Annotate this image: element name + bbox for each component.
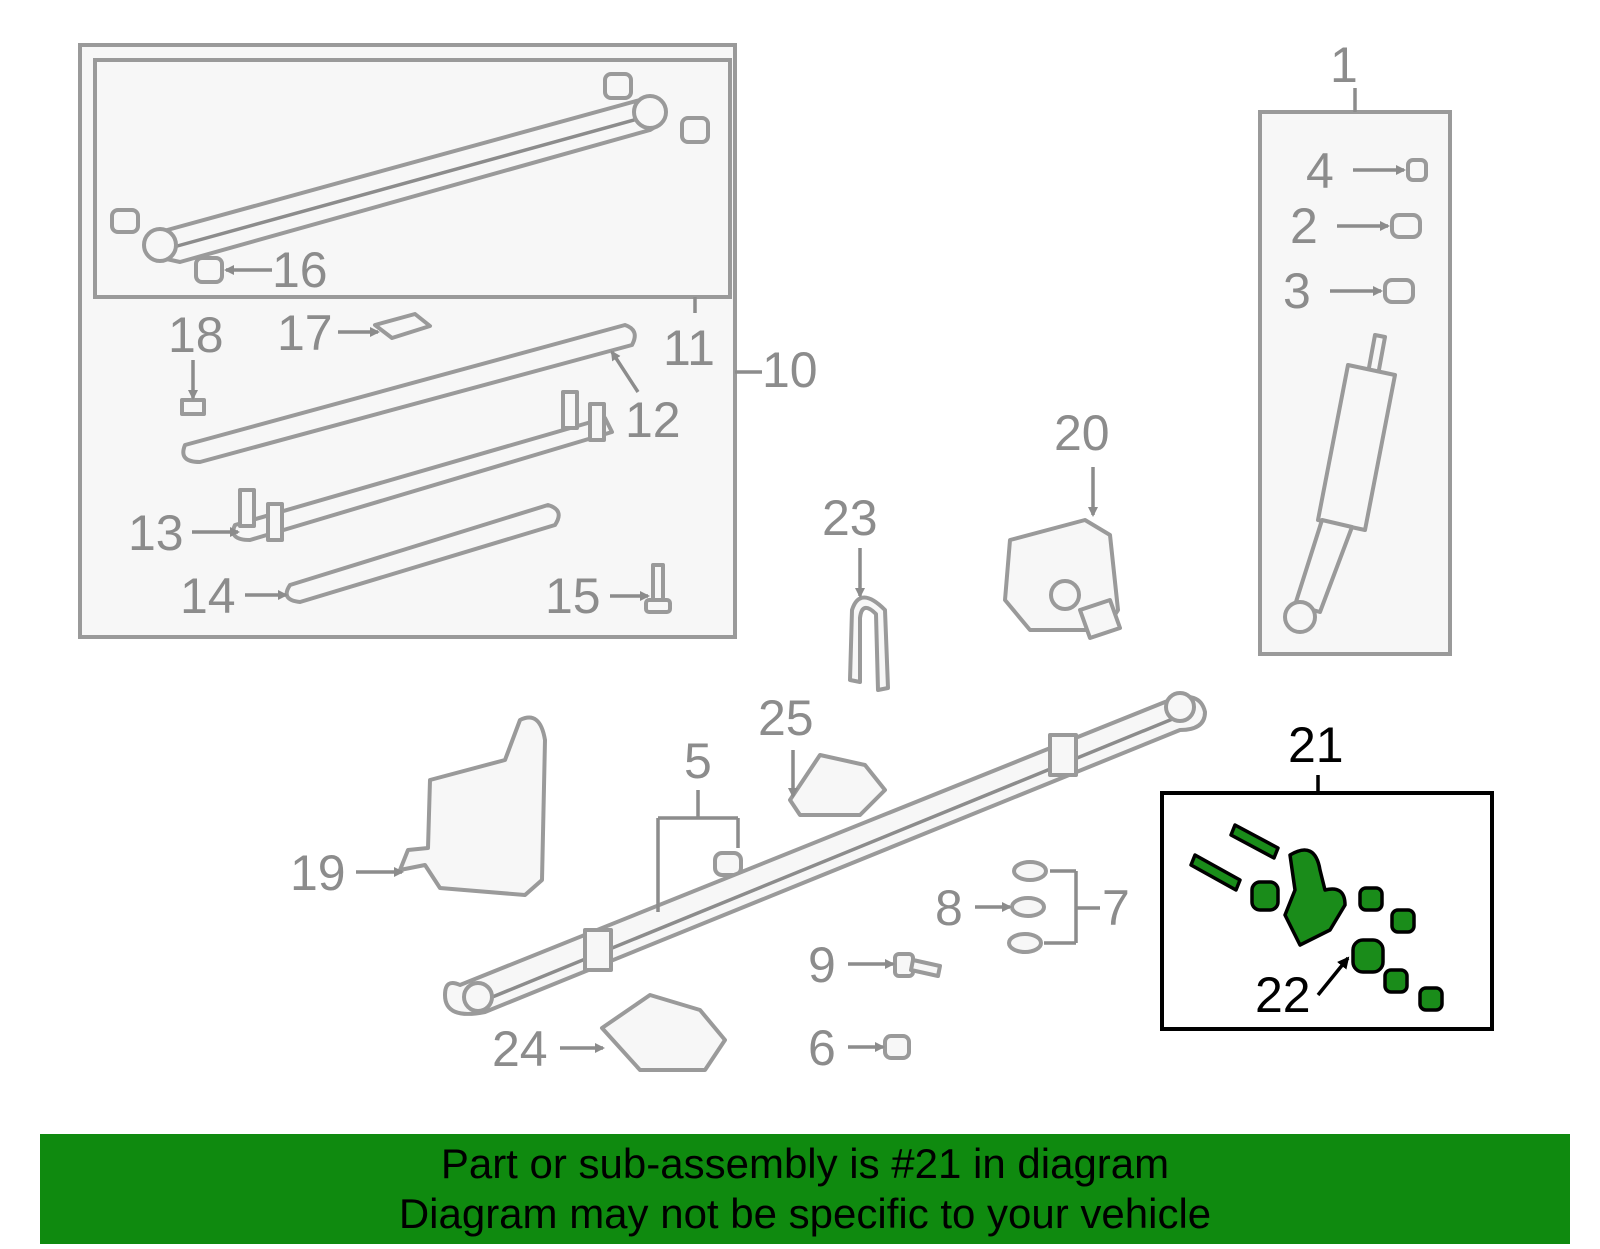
callout-19: 19 [290, 845, 346, 901]
callout-16: 16 [272, 242, 328, 298]
part-17-spacer [373, 312, 432, 340]
part-11-leaf-with-bushings [110, 72, 710, 284]
callout-3: 3 [1283, 263, 1311, 319]
part-4-nut [1406, 158, 1428, 182]
part-18-clip [180, 398, 206, 416]
callout-4: 4 [1306, 143, 1334, 199]
callout-21: 21 [1288, 717, 1344, 773]
part-21-shackle-kit [1189, 823, 1444, 1012]
callout-14: 14 [180, 568, 236, 624]
callout-6: 6 [808, 1020, 836, 1076]
callout-24: 24 [492, 1021, 548, 1077]
callout-25: 25 [758, 690, 814, 746]
callout-7: 7 [1102, 880, 1130, 936]
callout-2: 2 [1290, 198, 1318, 254]
part-25-spring-seat [788, 753, 887, 817]
callout-8: 8 [935, 880, 963, 936]
part-24-spring-seat [600, 993, 727, 1072]
part-9-bolt [893, 952, 942, 978]
banner-line-1: Part or sub-assembly is #21 in diagram [440, 1140, 1170, 1187]
leader-5 [656, 790, 740, 912]
part-13-leaf-with-clips [231, 390, 614, 542]
part-7-washer-top [1012, 860, 1048, 882]
callout-12: 12 [625, 392, 681, 448]
callout-11: 11 [663, 320, 715, 376]
part-19-bracket [398, 715, 547, 897]
callout-22: 22 [1255, 967, 1311, 1023]
callout-9: 9 [808, 937, 836, 993]
part-15-center-bolt [644, 563, 672, 614]
leader-7 [1044, 869, 1100, 945]
callout-20: 20 [1054, 405, 1110, 461]
banner-line-2: Diagram may not be specific to your vehi… [398, 1190, 1212, 1237]
part-23-u-bolt [848, 595, 890, 692]
part-3-bushing [1383, 278, 1415, 304]
part-8-washer [1010, 896, 1046, 918]
callout-13: 13 [128, 505, 184, 561]
part-7-washer-bottom [1007, 932, 1043, 954]
callout-17: 17 [277, 305, 333, 361]
callout-18: 18 [168, 307, 224, 363]
part-2-bushing [1390, 213, 1422, 239]
callout-5: 5 [684, 733, 712, 789]
part-12-leaf [181, 323, 637, 464]
part-20-spring-hanger [1003, 518, 1122, 640]
callout-1: 1 [1330, 37, 1358, 93]
main-leaf-spring [443, 691, 1207, 1016]
part-6-bushing [883, 1034, 911, 1060]
info-banner: Part or sub-assembly is #21 in diagram D… [40, 1134, 1570, 1244]
callout-23: 23 [822, 490, 878, 546]
leader-22 [1316, 956, 1350, 997]
part-5-bushing [713, 851, 743, 877]
callout-15: 15 [545, 568, 601, 624]
leader-12 [610, 350, 640, 393]
callout-10: 10 [762, 342, 818, 398]
part-1-shock [1283, 333, 1397, 634]
